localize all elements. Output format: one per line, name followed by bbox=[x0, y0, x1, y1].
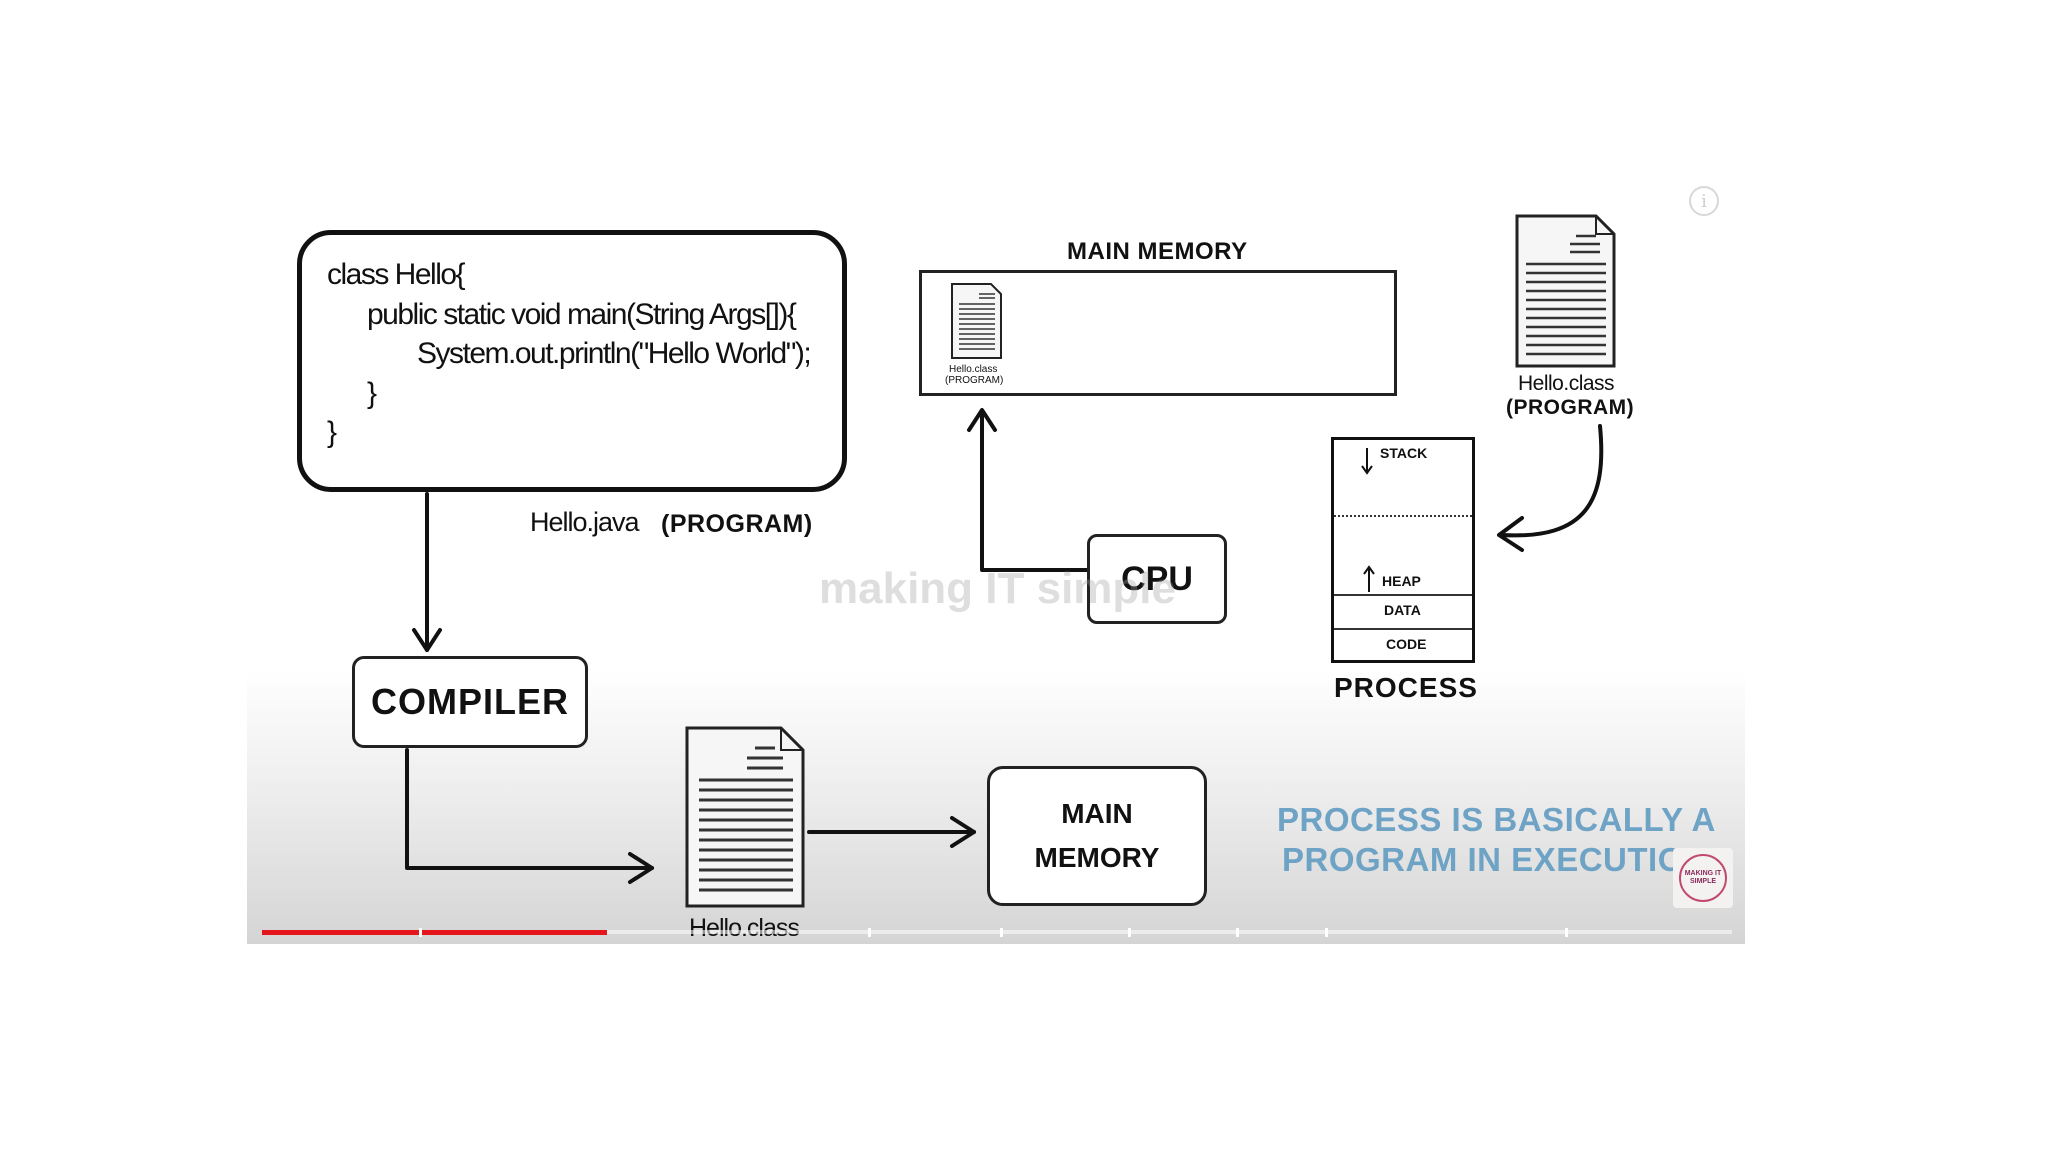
memory-doc-name: Hello.class bbox=[949, 364, 998, 375]
heap-label: HEAP bbox=[1382, 573, 1421, 589]
info-icon[interactable]: i bbox=[1689, 186, 1719, 216]
data-code-divider bbox=[1334, 628, 1472, 630]
progress-track[interactable] bbox=[262, 930, 1732, 934]
memory-document-icon bbox=[951, 283, 1002, 359]
source-file-tag: (PROGRAM) bbox=[661, 510, 813, 538]
tagline-line2: PROGRAM IN EXECUTION bbox=[1282, 841, 1709, 878]
stack-label: STACK bbox=[1380, 445, 1428, 461]
process-title: PROCESS bbox=[1334, 672, 1478, 703]
code-line-2: public static void main(String Args[]){ bbox=[367, 298, 797, 331]
main-memory-line2: MEMORY bbox=[1034, 842, 1160, 873]
process-memory-layout: STACK HEAP DATA CODE bbox=[1331, 437, 1475, 663]
program-file-name: Hello.class bbox=[1518, 372, 1615, 395]
code-line-4: } bbox=[367, 377, 377, 410]
arrow-program-to-process bbox=[1500, 424, 1604, 538]
main-memory-box: MAIN MEMORY bbox=[987, 766, 1207, 906]
heap-up-arrow-icon bbox=[1363, 565, 1375, 592]
source-file-name: Hello.java bbox=[530, 507, 640, 537]
tagline-line1: PROCESS IS BASICALLY A bbox=[1277, 801, 1716, 838]
code-line-5: } bbox=[327, 416, 337, 449]
main-memory-line1: MAIN bbox=[1061, 798, 1133, 829]
class-file-document-icon bbox=[685, 726, 805, 908]
code-line-3: System.out.println("Hello World"); bbox=[417, 337, 812, 370]
memory-doc-tag: (PROGRAM) bbox=[945, 375, 1004, 386]
class-file-label: Hello.class bbox=[689, 914, 800, 942]
heap-data-divider bbox=[1334, 594, 1472, 596]
progress-played bbox=[262, 930, 607, 935]
code-line-1: class Hello{ bbox=[327, 258, 466, 291]
program-document-icon bbox=[1515, 214, 1616, 368]
diagram-connectors bbox=[405, 408, 1604, 884]
program-file-tag: (PROGRAM) bbox=[1506, 396, 1635, 419]
stack-down-arrow-icon bbox=[1361, 448, 1373, 475]
source-code-box bbox=[297, 230, 847, 492]
video-frame[interactable]: class Hello{ public static void main(Str… bbox=[247, 0, 1745, 944]
logo-text: MAKING IT SIMPLE bbox=[1679, 854, 1727, 902]
channel-watermark: making IT simple bbox=[819, 564, 1176, 613]
channel-logo[interactable]: MAKING IT SIMPLE bbox=[1673, 848, 1733, 908]
data-label: DATA bbox=[1384, 602, 1421, 618]
main-memory-title: MAIN MEMORY bbox=[1067, 238, 1248, 265]
cpu-box: CPU bbox=[1087, 534, 1227, 624]
code-label: CODE bbox=[1386, 636, 1427, 652]
compiler-box: COMPILER bbox=[352, 656, 588, 748]
arrow-cpu-to-memory bbox=[980, 410, 1089, 572]
chapter-markers bbox=[419, 928, 1568, 937]
arrow-compiler-to-class bbox=[405, 748, 654, 870]
stack-heap-divider bbox=[1334, 515, 1472, 517]
